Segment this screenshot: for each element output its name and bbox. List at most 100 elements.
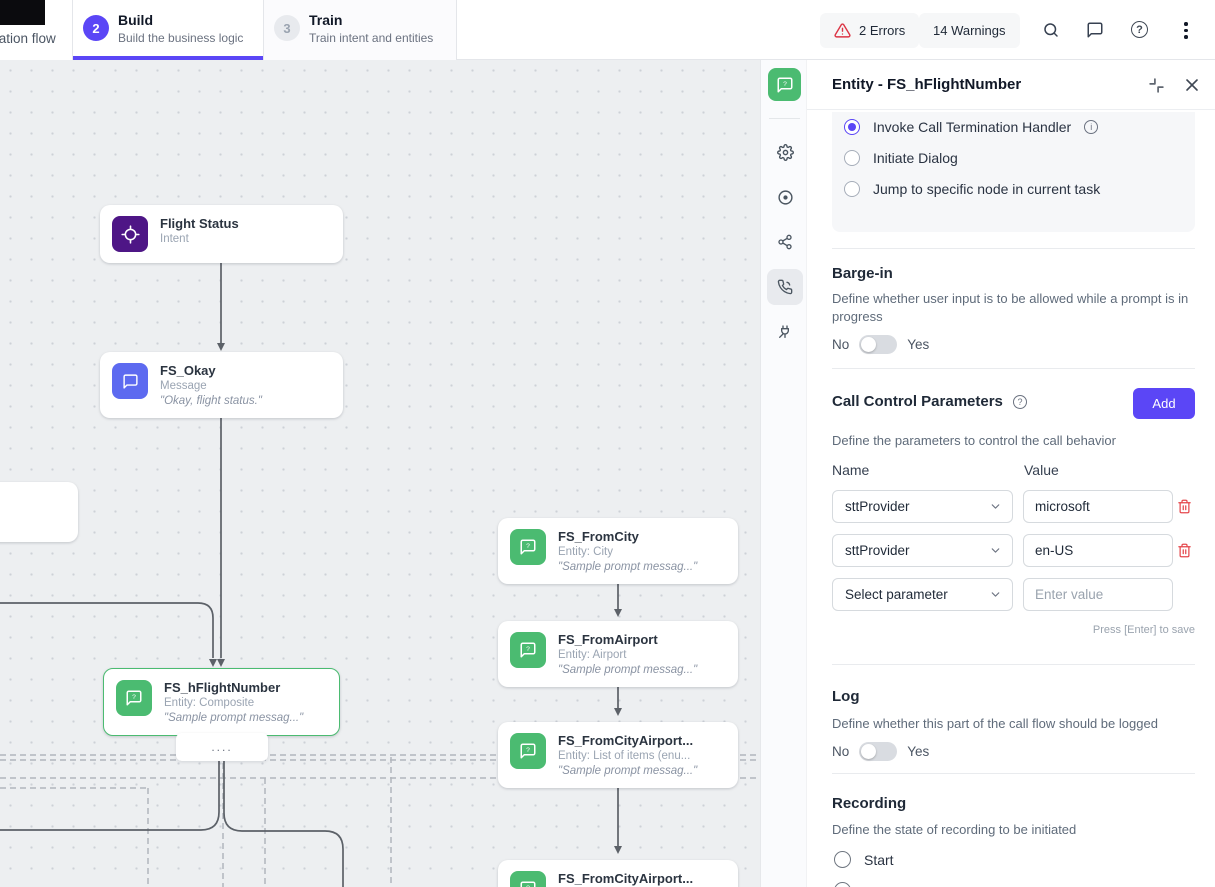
errors-badge[interactable]: 2 Errors xyxy=(820,13,920,48)
flow-canvas[interactable]: Flight Status Intent FS_Okay Message "Ok… xyxy=(0,60,760,887)
close-icon[interactable] xyxy=(1184,77,1201,94)
parameter-value-input[interactable] xyxy=(1023,490,1173,523)
parameter-value-input[interactable] xyxy=(1023,534,1173,567)
radio-jump-to-node[interactable]: Jump to specific node in current task xyxy=(844,181,1100,197)
parameter-name-dropdown[interactable]: Select parameter xyxy=(832,578,1013,611)
collapsed-nodes-pill[interactable]: .... xyxy=(176,733,268,761)
panel-icon-rail: ? xyxy=(760,60,807,887)
node-subtitle: Message xyxy=(160,380,207,392)
toggle-no-label: No xyxy=(832,337,850,352)
warnings-badge[interactable]: 14 Warnings xyxy=(919,13,1020,48)
node-title: FS_Okay xyxy=(160,363,216,378)
parameter-value-input[interactable] xyxy=(1023,578,1173,611)
active-tab-underline xyxy=(73,56,263,60)
build-tab-subtitle: Build the business logic xyxy=(118,31,244,45)
parameter-name-dropdown[interactable]: sttProvider xyxy=(832,534,1013,567)
chevron-down-icon xyxy=(991,504,1000,509)
add-parameter-button[interactable]: Add xyxy=(1133,388,1195,419)
warnings-label: 14 Warnings xyxy=(933,23,1006,38)
question-icon[interactable]: ? xyxy=(1013,395,1028,409)
share-icon[interactable] xyxy=(767,224,803,260)
alert-triangle-icon xyxy=(834,23,851,38)
flow-node-fs-fromcityairport[interactable]: ? FS_FromCityAirport... Entity: List of … xyxy=(498,722,738,788)
gear-icon[interactable] xyxy=(767,134,803,170)
radio-icon xyxy=(834,851,851,868)
radio-recording-start[interactable]: Start xyxy=(834,851,894,868)
parameter-name-dropdown[interactable]: sttProvider xyxy=(832,490,1013,523)
recording-description: Define the state of recording to be init… xyxy=(832,822,1077,837)
kebab-menu-icon[interactable] xyxy=(1177,21,1195,39)
trash-icon[interactable] xyxy=(1177,543,1193,559)
svg-text:?: ? xyxy=(526,543,530,550)
rail-divider xyxy=(769,118,800,119)
radio-label: Jump to specific node in current task xyxy=(873,181,1101,197)
node-subtitle: Entity: City xyxy=(558,546,613,558)
section-divider xyxy=(832,773,1195,774)
log-toggle[interactable] xyxy=(859,742,898,761)
name-column-header: Name xyxy=(832,462,870,478)
barge-in-toggle-row: No Yes xyxy=(832,335,929,354)
panel-content: Invoke Call Termination Handler i Initia… xyxy=(807,110,1215,887)
svg-text:?: ? xyxy=(132,694,136,701)
flow-node-fs-fromcityairport-2[interactable]: ? FS_FromCityAirport... xyxy=(498,860,738,887)
radio-label: Invoke Call Termination Handler xyxy=(873,119,1072,135)
call-control-heading: Call Control Parameters ? xyxy=(832,393,1028,410)
toggle-no-label: No xyxy=(832,744,850,759)
node-quote: "Sample prompt messag..." xyxy=(558,561,698,573)
node-quote: "Okay, flight status." xyxy=(160,395,262,407)
node-title: FS_FromCity xyxy=(558,529,639,544)
svg-text:?: ? xyxy=(526,646,530,653)
comment-icon[interactable] xyxy=(1086,21,1104,39)
plug-disconnect-icon[interactable] xyxy=(767,314,803,350)
train-step-number: 3 xyxy=(274,15,300,41)
toggle-knob xyxy=(861,337,877,352)
tab-build[interactable]: 2 Build Build the business logic xyxy=(72,0,263,60)
radio-invoke-call-termination[interactable]: Invoke Call Termination Handler i xyxy=(844,119,1099,135)
toggle-yes-label: Yes xyxy=(907,337,930,352)
entity-chat-icon: ? xyxy=(510,632,546,668)
call-control-description: Define the parameters to control the cal… xyxy=(832,433,1116,448)
build-step-number: 2 xyxy=(83,15,109,41)
radio-initiate-dialog[interactable]: Initiate Dialog xyxy=(844,150,958,166)
entity-chat-icon[interactable]: ? xyxy=(768,68,801,101)
search-icon[interactable] xyxy=(1042,21,1060,39)
trash-icon[interactable] xyxy=(1177,499,1193,515)
barge-in-toggle[interactable] xyxy=(859,335,898,354)
record-target-icon[interactable] xyxy=(767,179,803,215)
collapse-icon[interactable] xyxy=(1148,77,1165,94)
node-title: FS_FromCityAirport... xyxy=(558,871,694,886)
panel-header: Entity - FS_hFlightNumber xyxy=(807,60,1215,110)
radio-icon xyxy=(834,882,851,887)
log-toggle-row: No Yes xyxy=(832,742,929,761)
log-description: Define whether this part of the call flo… xyxy=(832,716,1158,731)
node-quote: "Sample prompt messag..." xyxy=(558,765,698,777)
info-icon[interactable]: i xyxy=(1084,120,1099,134)
node-title: FS_hFlightNumber xyxy=(164,680,281,695)
tab-train[interactable]: 3 Train Train intent and entities xyxy=(263,0,457,60)
dropdown-value: sttProvider xyxy=(845,499,910,514)
on-exit-option-group xyxy=(832,112,1195,232)
recording-heading: Recording xyxy=(832,795,907,812)
flow-node-fs-fromairport[interactable]: ? FS_FromAirport Entity: Airport "Sample… xyxy=(498,621,738,687)
entity-chat-icon: ? xyxy=(116,680,152,716)
phone-call-icon[interactable] xyxy=(767,269,803,305)
node-quote: "Sample prompt messag..." xyxy=(558,664,698,676)
node-title: FS_FromAirport xyxy=(558,632,658,647)
flow-node-fs-hflightnumber[interactable]: ? FS_hFlightNumber Entity: Composite "Sa… xyxy=(103,668,340,736)
chevron-down-icon xyxy=(991,592,1000,597)
value-column-header: Value xyxy=(1024,462,1059,478)
help-icon[interactable]: ? xyxy=(1131,21,1149,39)
svg-text:?: ? xyxy=(526,885,530,887)
panel-title: Entity - FS_hFlightNumber xyxy=(832,76,1022,93)
node-title: Flight Status xyxy=(160,216,239,231)
flow-node-fs-okay[interactable]: FS_Okay Message "Okay, flight status." xyxy=(100,352,343,418)
node-subtitle: Intent xyxy=(160,233,189,245)
radio-icon xyxy=(844,119,860,135)
flow-node-fs-fromcity[interactable]: ? FS_FromCity Entity: City "Sample promp… xyxy=(498,518,738,584)
node-subtitle: Entity: Composite xyxy=(164,697,255,709)
entity-chat-icon: ? xyxy=(510,529,546,565)
flow-node-partial[interactable] xyxy=(0,482,78,542)
flow-node-flight-status[interactable]: Flight Status Intent xyxy=(100,205,343,263)
radio-recording-partial[interactable] xyxy=(834,882,851,887)
